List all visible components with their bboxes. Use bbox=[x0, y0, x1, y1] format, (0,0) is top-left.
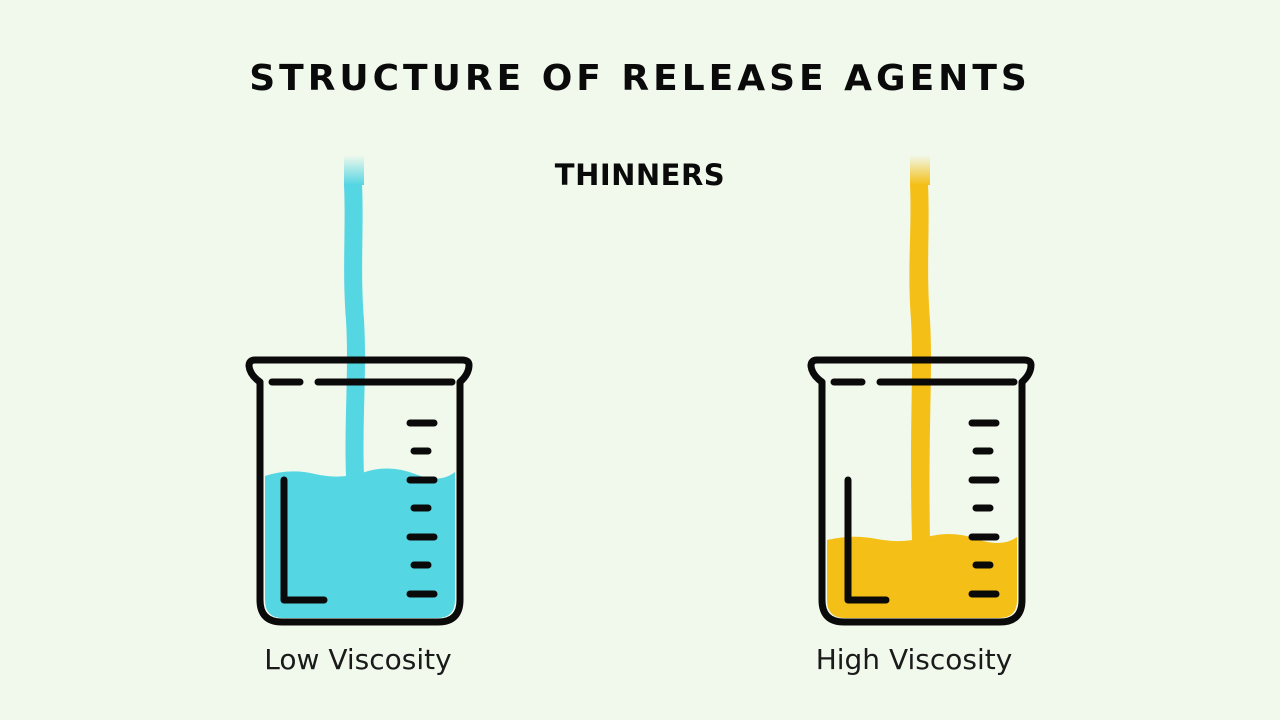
ticks-low bbox=[406, 419, 438, 598]
liquid-low-viscosity bbox=[265, 468, 455, 618]
reflection-high bbox=[844, 476, 890, 604]
beaker-low-viscosity bbox=[245, 155, 473, 626]
section-subtitle: THINNERS bbox=[554, 158, 726, 192]
stream-low-viscosity bbox=[344, 184, 365, 476]
label-low-viscosity: Low Viscosity bbox=[264, 643, 452, 676]
page-title: STRUCTURE OF RELEASE AGENTS bbox=[249, 58, 1031, 99]
beaker-high-viscosity bbox=[807, 155, 1035, 626]
beaker-outline-low bbox=[245, 356, 473, 626]
ticks-high bbox=[968, 419, 1000, 598]
liquid-high-viscosity bbox=[827, 533, 1017, 618]
reflection-low bbox=[280, 476, 328, 604]
beaker-outline-high bbox=[807, 356, 1035, 626]
stream-fade-high bbox=[910, 155, 930, 185]
label-high-viscosity: High Viscosity bbox=[815, 643, 1013, 676]
stream-fade-low bbox=[344, 155, 364, 185]
